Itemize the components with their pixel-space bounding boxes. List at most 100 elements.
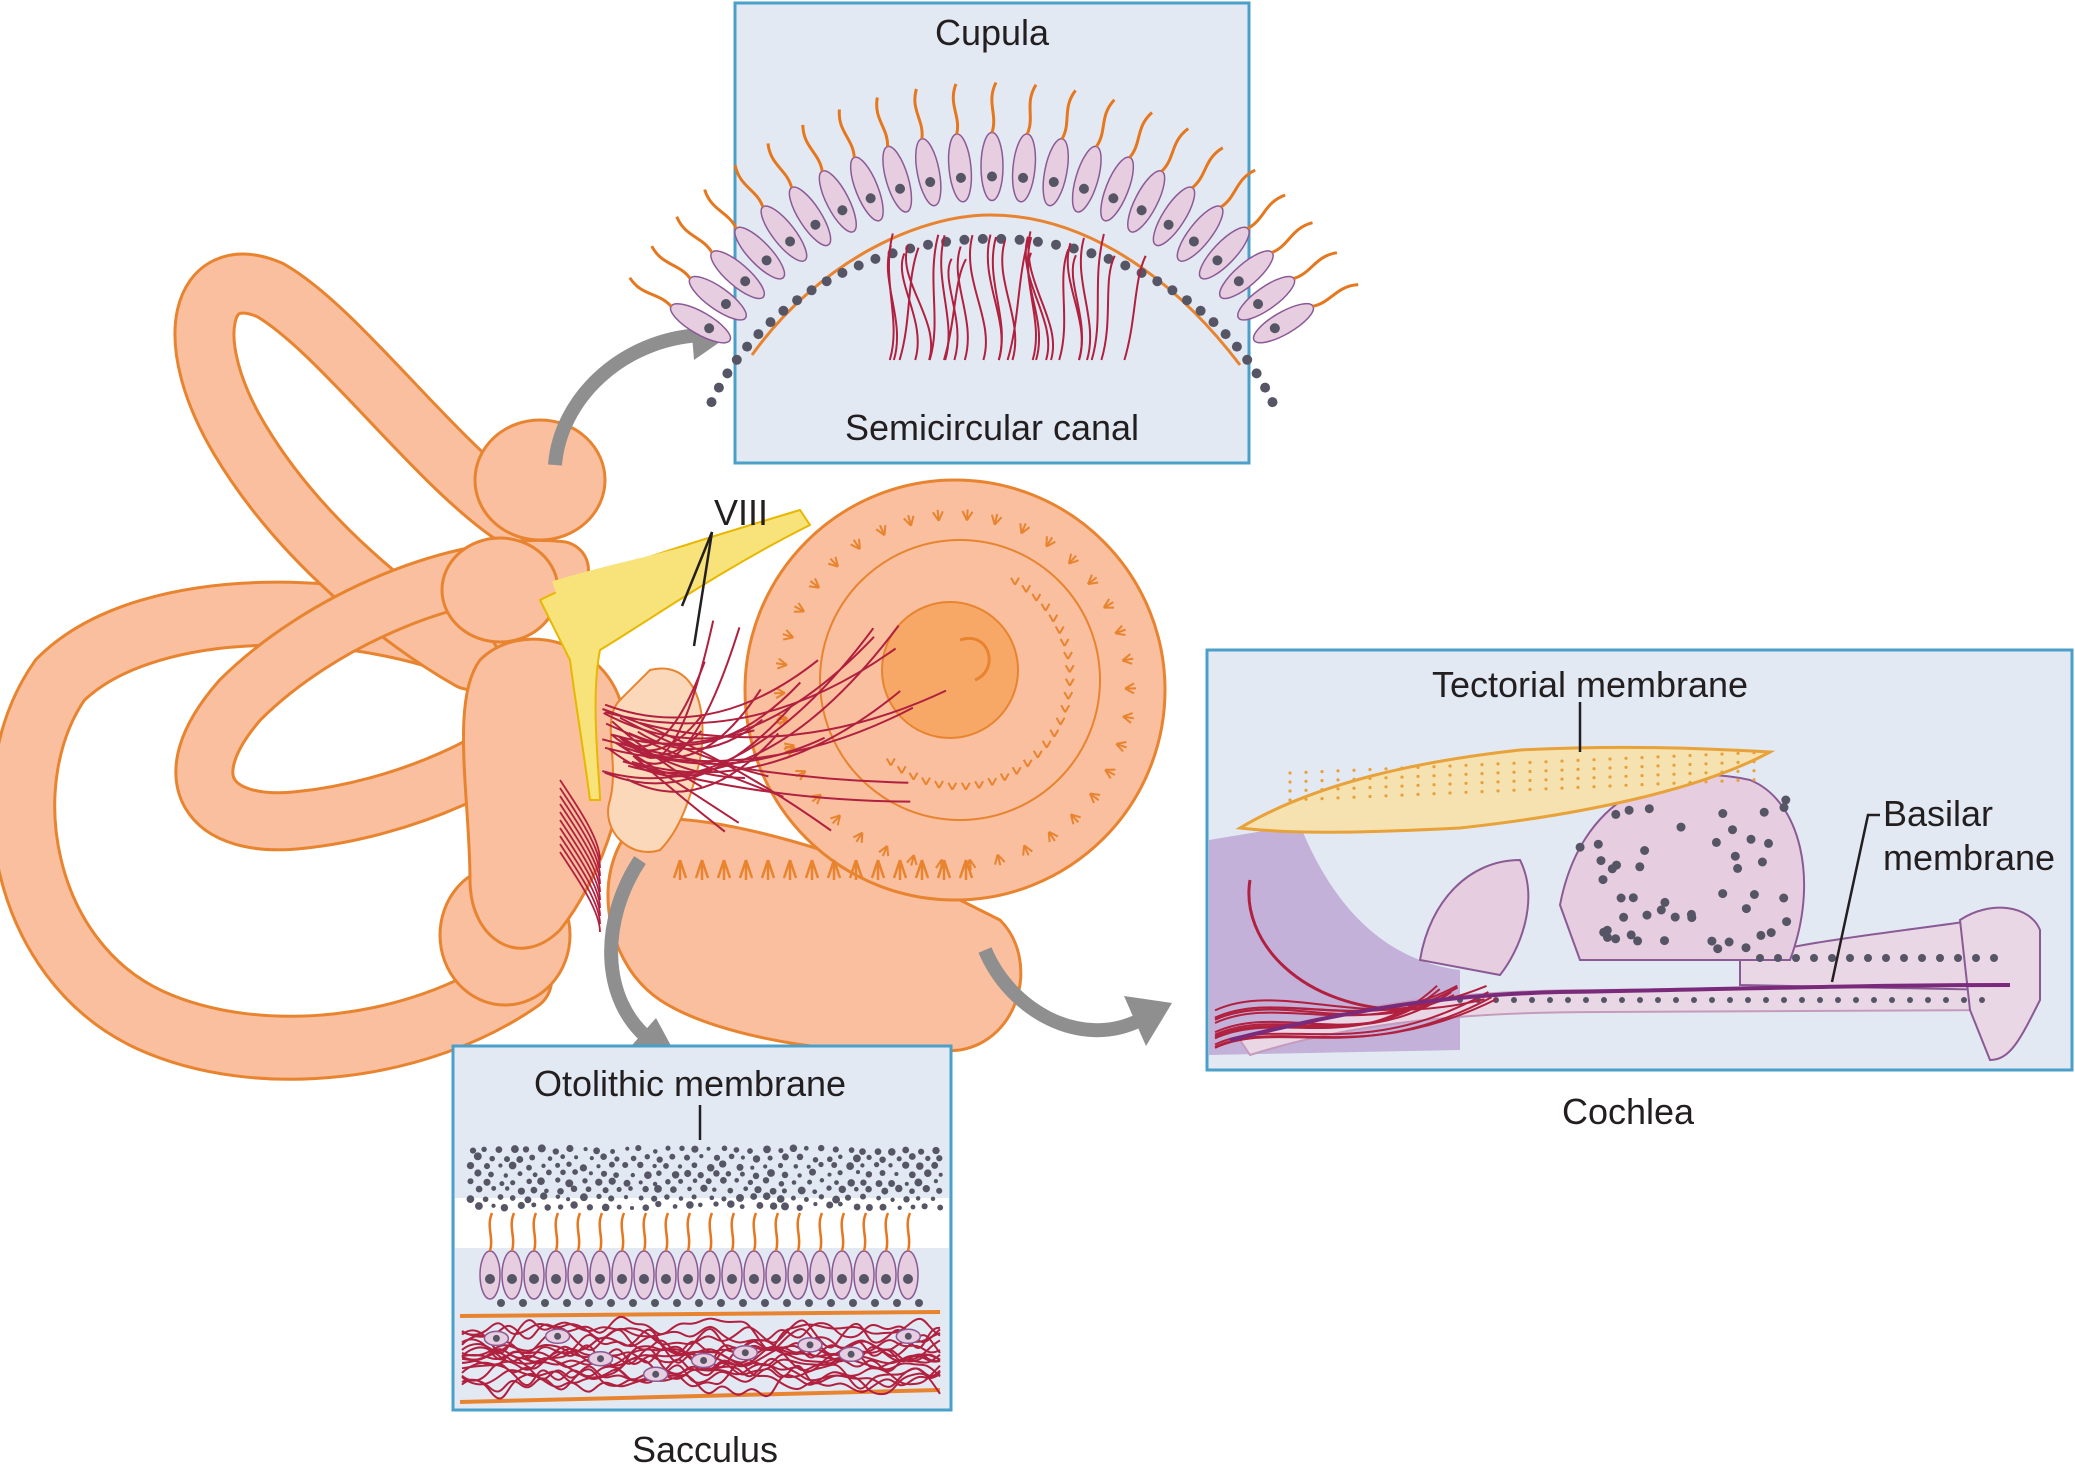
supporting-cell-nucleus xyxy=(629,1299,637,1307)
kinocilium xyxy=(730,1212,736,1252)
tectorial-dot xyxy=(1720,761,1724,765)
cell-nucleus xyxy=(1741,904,1751,914)
supporting-cell-nucleus xyxy=(871,1299,879,1307)
hair-tuft xyxy=(1054,626,1065,634)
lamina-nucleus xyxy=(1547,997,1553,1003)
hair-cell-nucleus xyxy=(895,183,906,194)
otoconium xyxy=(860,1193,866,1200)
otoconium xyxy=(848,1147,855,1153)
vestibular-nerve-fiber xyxy=(559,843,601,925)
vestibular-nerve-fiber xyxy=(559,827,601,909)
connective-tissue-cells xyxy=(483,1328,922,1383)
otoconium xyxy=(832,1146,839,1153)
connective-fiber xyxy=(461,1361,941,1390)
otoconium xyxy=(628,1186,633,1191)
inset-sacculus: Otolithic membrane xyxy=(451,1044,953,1412)
otoconium xyxy=(665,1145,671,1151)
otoconium xyxy=(721,1145,728,1152)
kinocilium xyxy=(990,81,998,133)
hair-cell-body xyxy=(688,275,747,321)
tectorial-dot xyxy=(1384,767,1388,771)
otoconium xyxy=(931,1161,939,1169)
tectorial-dot xyxy=(1464,763,1468,767)
supporting-cell-nucleus xyxy=(1032,236,1043,247)
otoconium xyxy=(625,1146,630,1151)
vestibular-nerve-fiber xyxy=(559,851,601,933)
nerve-fiber xyxy=(900,252,919,361)
hair-cell-nucleus xyxy=(749,1274,759,1284)
tectorial-dot xyxy=(1624,756,1628,760)
kinocilium xyxy=(650,245,692,280)
hair-tuft xyxy=(775,657,788,670)
kinocilium xyxy=(906,1212,912,1252)
otoconium xyxy=(853,1203,861,1211)
hair-tuft xyxy=(852,831,864,843)
tectorial-dot xyxy=(1592,767,1596,771)
otoconium xyxy=(740,1155,745,1160)
cochlear-fiber xyxy=(1214,994,1455,1021)
otoconium xyxy=(727,1200,735,1208)
hair-tuft xyxy=(1060,704,1071,713)
hair-cell-body xyxy=(980,131,1004,202)
supporting-cell-nucleus xyxy=(497,1299,505,1307)
otoconium xyxy=(600,1153,607,1161)
vestibular-nerve-fiber xyxy=(559,787,601,869)
kinocilium xyxy=(675,216,714,254)
connective-cell-nucleus xyxy=(554,1332,562,1340)
otoconium xyxy=(747,1148,753,1154)
otoconium xyxy=(734,1177,740,1183)
nerve-fiber xyxy=(886,244,899,361)
otoconium xyxy=(796,1204,803,1211)
kinocilium xyxy=(642,1212,648,1252)
supporting-cell-nucleus xyxy=(1181,295,1192,306)
otoconium xyxy=(739,1204,745,1210)
hair-cell-nucleus xyxy=(1212,255,1223,266)
otoconium xyxy=(807,1179,813,1185)
supporting-cell-nucleus xyxy=(923,239,933,250)
otoconium xyxy=(873,1161,880,1168)
connective-fiber xyxy=(461,1319,941,1354)
cell-nucleus xyxy=(1626,930,1636,940)
otoconium xyxy=(678,1178,684,1184)
hair-cell-nucleus xyxy=(683,1274,693,1284)
tectorial-dot xyxy=(1464,790,1468,794)
supporting-cell-nucleus xyxy=(1051,239,1061,250)
cochlear-fiber xyxy=(1214,991,1452,1036)
macula-hair-cell xyxy=(721,1212,747,1307)
hair-cell xyxy=(1252,283,1359,344)
otoconium xyxy=(937,1204,944,1211)
kinocilium xyxy=(664,1212,670,1252)
inset-semicircular-canal: Cupula Semicircular canal xyxy=(628,1,1359,465)
hair-cell xyxy=(675,216,766,300)
tectorial-dot xyxy=(1384,785,1388,789)
hair-tuft xyxy=(782,629,795,641)
hair-cell-nucleus xyxy=(1163,219,1174,230)
cell-nucleus xyxy=(1640,846,1650,855)
cell-nucleus xyxy=(1713,944,1723,954)
kinocilium xyxy=(532,1212,538,1252)
cell-nucleus xyxy=(1611,809,1621,819)
otoconium xyxy=(803,1145,809,1151)
supporting-cell-nucleus xyxy=(1086,248,1097,259)
hair-cell-nucleus xyxy=(617,1274,627,1284)
cell-nucleus xyxy=(1766,928,1776,938)
hair-cell-body xyxy=(882,145,913,213)
otoconium xyxy=(875,1180,883,1188)
hair-tuft xyxy=(782,859,798,880)
cochlea-cell-nuclei xyxy=(1457,795,1998,1003)
otoconium xyxy=(809,1168,816,1176)
kinocilium xyxy=(884,1212,890,1252)
otoconium xyxy=(721,1196,727,1202)
hair-tuft xyxy=(1047,830,1059,843)
nerve-fiber xyxy=(905,244,932,361)
hair-cell-nucleus xyxy=(485,1274,495,1284)
otoconium xyxy=(529,1154,536,1161)
otoconium xyxy=(503,1156,511,1163)
otoconium xyxy=(671,1171,680,1179)
otoconium xyxy=(560,1169,566,1176)
otoconium xyxy=(610,1149,616,1154)
otoconium xyxy=(793,1164,799,1169)
tectorial-dot xyxy=(1288,789,1292,793)
tectorial-dot xyxy=(1544,769,1548,773)
otoconium xyxy=(497,1194,504,1200)
